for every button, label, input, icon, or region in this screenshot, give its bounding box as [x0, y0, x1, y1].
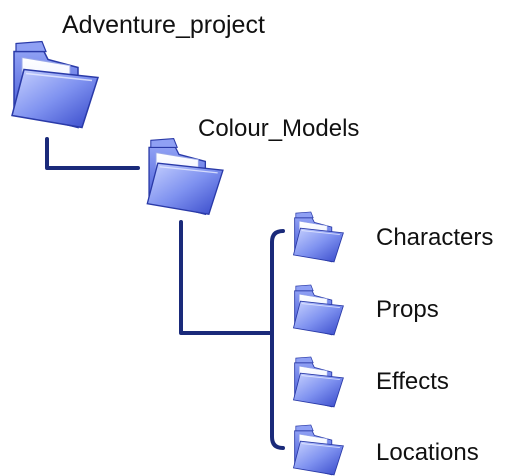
- folder-icon[interactable]: [288, 418, 350, 476]
- child-folder-label[interactable]: Colour_Models: [198, 115, 360, 142]
- folder-icon[interactable]: [288, 350, 350, 408]
- connector-root-child: [45, 137, 140, 170]
- leaf-folder-label-locations[interactable]: Locations: [376, 439, 479, 466]
- folder-icon[interactable]: [288, 278, 350, 336]
- connector-leaves-bracket: [270, 229, 285, 450]
- leaf-folder-label-effects[interactable]: Effects: [376, 368, 449, 395]
- folder-icon[interactable]: [6, 22, 106, 137]
- folder-icon[interactable]: [288, 205, 350, 263]
- leaf-folder-label-props[interactable]: Props: [376, 296, 439, 323]
- connector-child-leaves: [179, 220, 274, 335]
- root-folder-label[interactable]: Adventure_project: [62, 11, 265, 39]
- leaf-folder-label-characters[interactable]: Characters: [376, 224, 494, 251]
